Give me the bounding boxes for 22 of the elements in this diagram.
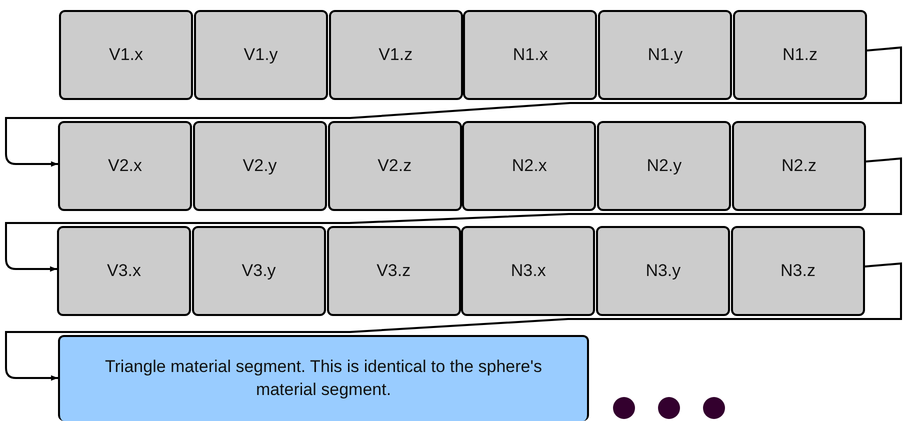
field-box: N1.y bbox=[598, 10, 732, 100]
field-box: V3.z bbox=[326, 226, 461, 316]
wrap-arrow bbox=[5, 46, 902, 167]
field-box: N2.y bbox=[597, 121, 732, 211]
wrap-arrow bbox=[5, 262, 902, 381]
field-box: V2.x bbox=[58, 121, 192, 211]
field-box: V1.y bbox=[194, 10, 328, 100]
field-box: V3.x bbox=[57, 226, 191, 316]
field-box: N1.z bbox=[733, 10, 867, 100]
field-box: V1.x bbox=[59, 10, 193, 100]
field-box: N1.x bbox=[463, 10, 598, 100]
field-box: V3.y bbox=[192, 226, 326, 316]
field-box: V2.y bbox=[192, 121, 327, 211]
field-box: V1.z bbox=[328, 10, 463, 100]
note-box: Triangle material segment. This is identical to the sphere's material segment. bbox=[58, 335, 589, 421]
field-box: N3.x bbox=[461, 226, 596, 316]
field-box: N2.x bbox=[462, 121, 596, 211]
field-box: N2.z bbox=[732, 121, 866, 211]
field-box: V2.z bbox=[328, 121, 462, 211]
field-box: N3.y bbox=[596, 226, 730, 316]
wrap-arrow bbox=[5, 158, 902, 272]
field-box: N3.z bbox=[731, 226, 865, 316]
